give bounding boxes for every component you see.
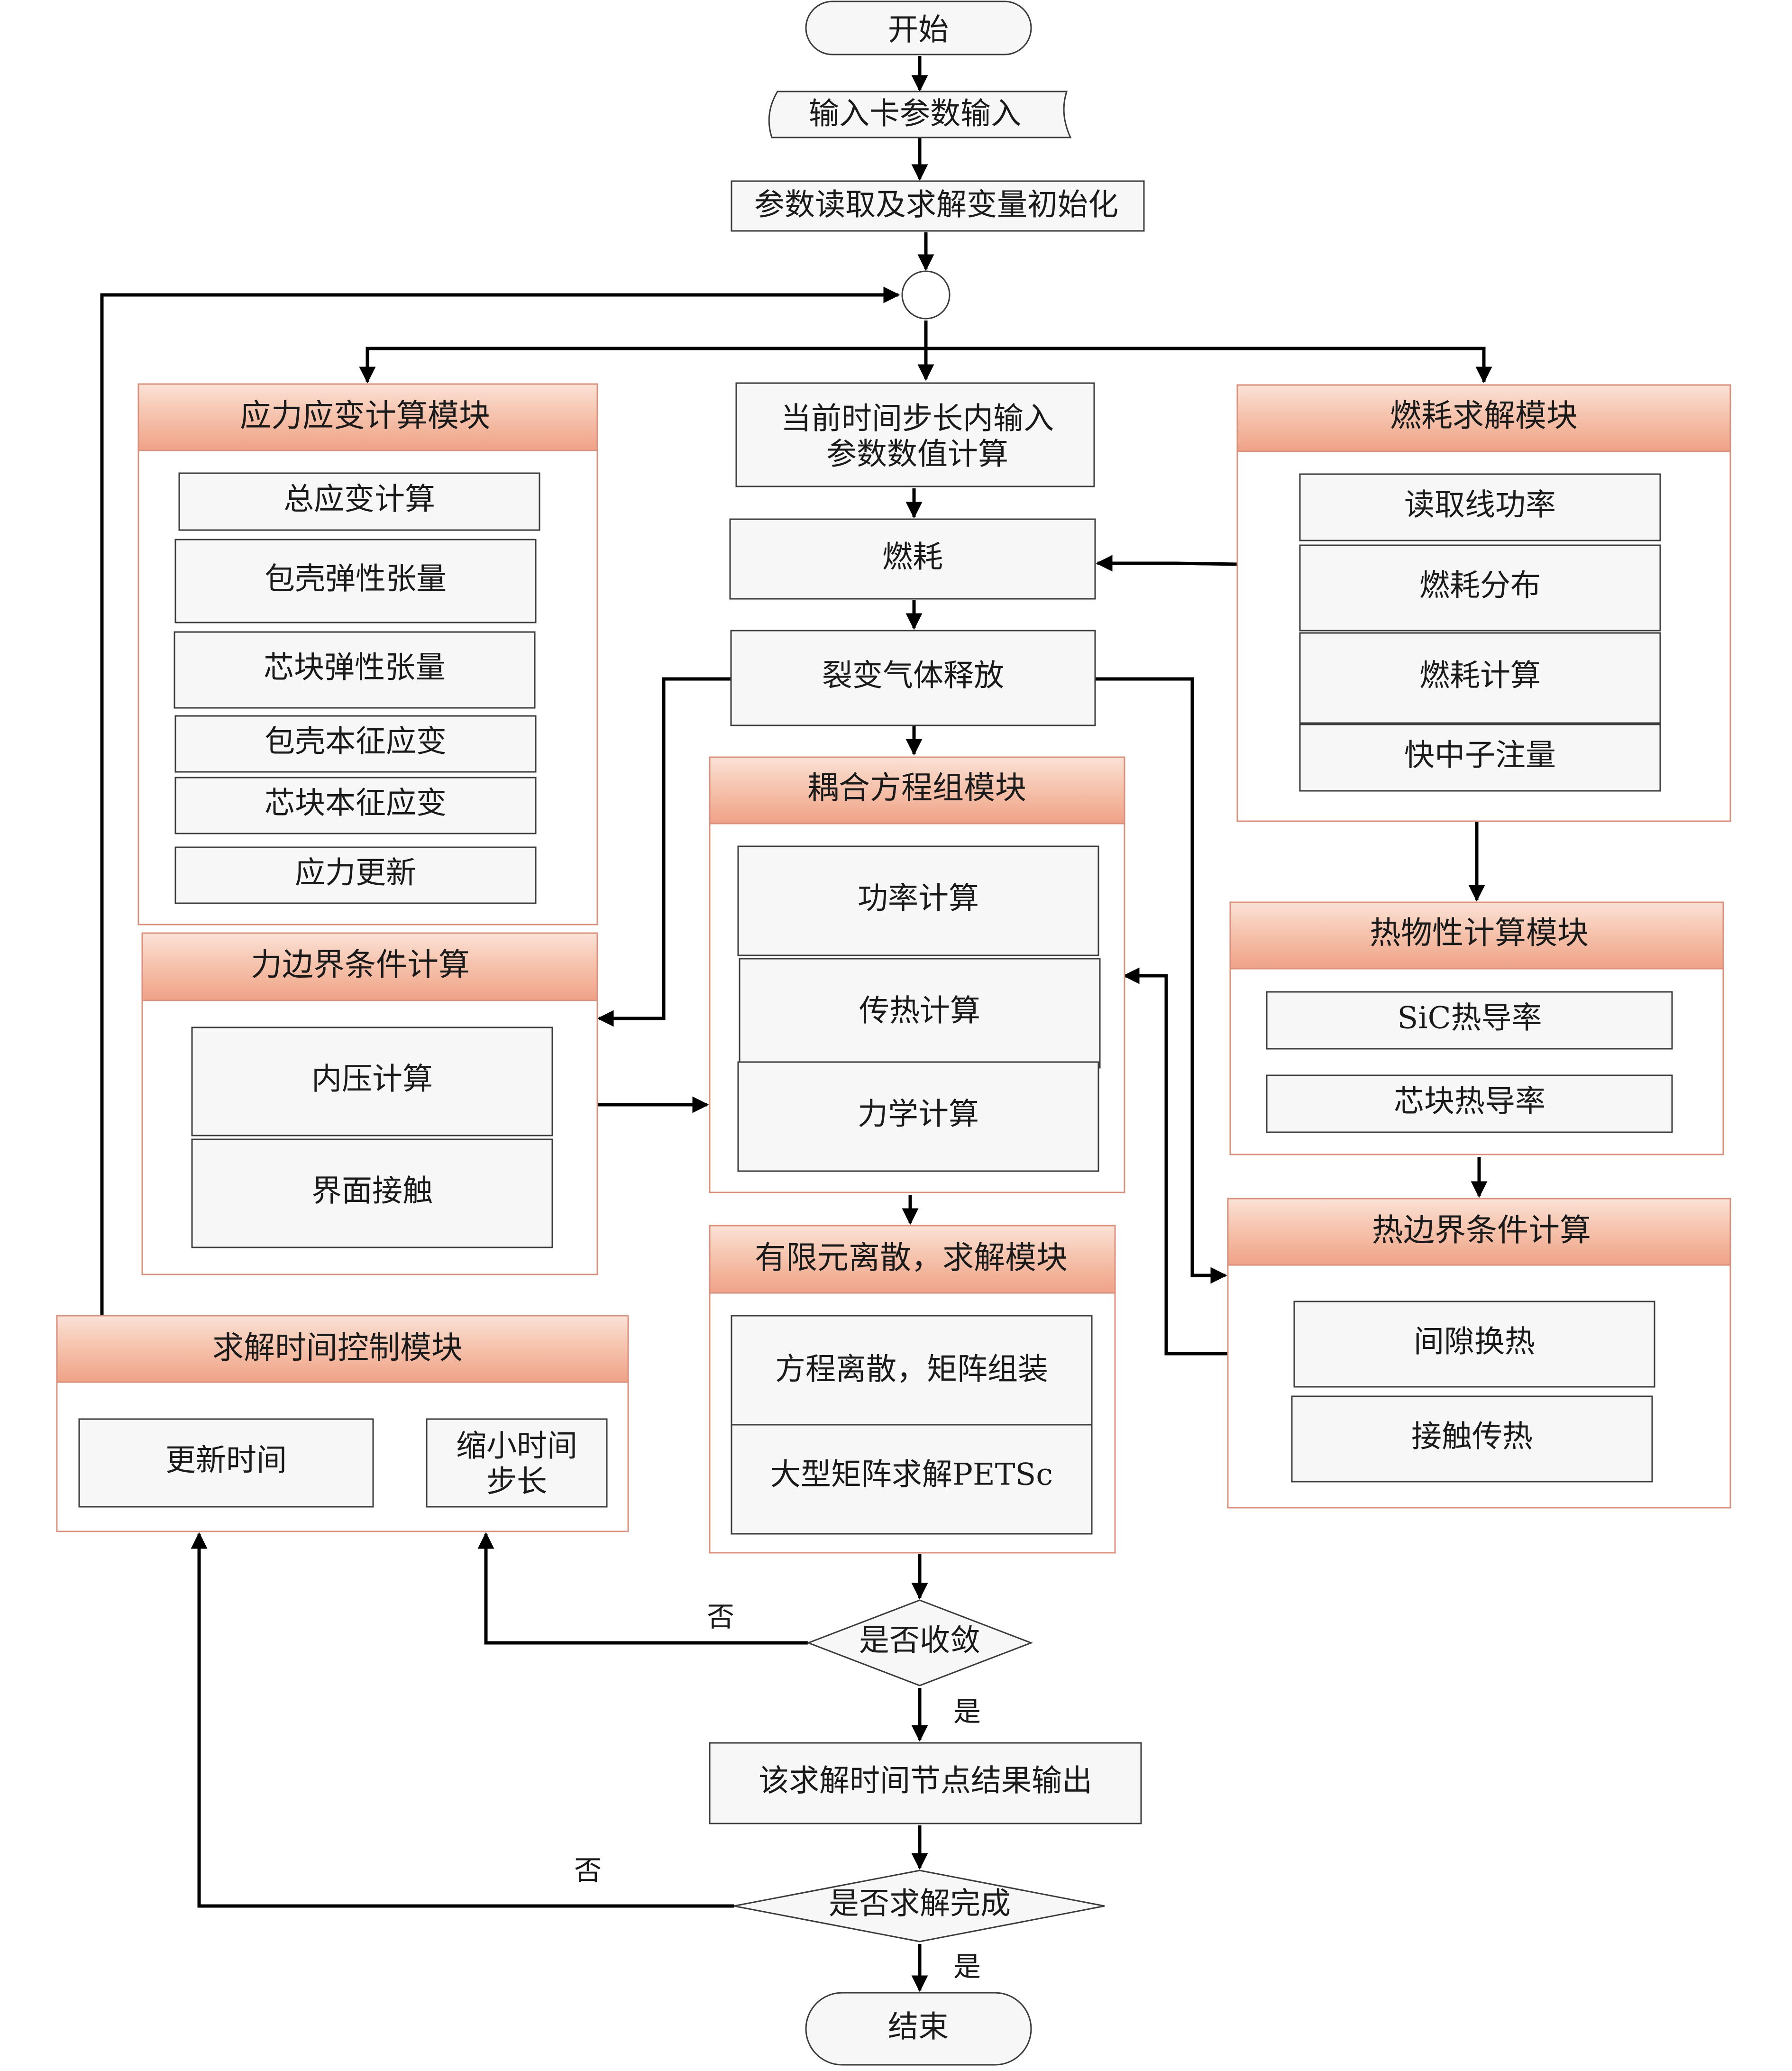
- thermal-bc-item-box: [1293, 1301, 1655, 1388]
- thermophysical-module: 热物性计算模块 SiC热导率 芯块热导率: [1229, 901, 1724, 1155]
- finished-decision: [733, 1869, 1105, 1943]
- stress-item-box: [174, 715, 537, 773]
- thermal-bc-title: 热边界条件计算: [1372, 1212, 1591, 1248]
- thermal-bc-item-gap: 间隙换热: [1414, 1325, 1535, 1360]
- coupled-item-box: [737, 1061, 1099, 1172]
- stress-item-box: [178, 472, 540, 531]
- stress-item-box: [174, 846, 537, 904]
- stress-item-pellet-elastic: 芯块弹性张量: [264, 651, 446, 686]
- time-module-header: [56, 1315, 629, 1383]
- force-bc-header: [141, 932, 598, 1001]
- init-label: 参数读取及求解变量初始化: [754, 188, 1118, 223]
- stress-item-box: [174, 539, 537, 623]
- stress-item-update: 应力更新: [295, 856, 416, 891]
- finished-label: 是否求解完成: [829, 1887, 1011, 1922]
- burnup-item-box: [1299, 473, 1661, 541]
- force-bc-item-contact: 界面接触: [311, 1174, 433, 1209]
- fem-item-box: [731, 1424, 1093, 1535]
- thermo-item-sic: SiC热导率: [1397, 1001, 1542, 1036]
- input-card-label: 输入卡参数输入: [809, 97, 1021, 132]
- stress-item-total-strain: 总应变计算: [283, 482, 435, 517]
- output-box: [709, 1742, 1142, 1824]
- end-label: 结束: [888, 2010, 949, 2045]
- coupled-equations-module: 耦合方程组模块 功率计算 传热计算 力学计算: [709, 756, 1125, 1193]
- force-bc-item-box: [191, 1026, 553, 1136]
- fission-gas-box: [730, 630, 1096, 726]
- force-boundary-module: 力边界条件计算 内压计算 界面接触: [141, 932, 598, 1275]
- burnup-item-distribution: 燃耗分布: [1419, 568, 1541, 604]
- thermal-bc-item-contact: 接触传热: [1411, 1420, 1533, 1455]
- thermal-bc-header: [1227, 1198, 1731, 1266]
- thermal-boundary-module: 热边界条件计算 间隙换热 接触传热: [1227, 1198, 1731, 1509]
- thermo-module-header: [1229, 901, 1724, 970]
- coupled-item-box: [739, 958, 1101, 1069]
- stress-strain-module: 应力应变计算模块 总应变计算 包壳弹性张量 芯块弹性张量 包壳本征应变 芯块本征…: [137, 383, 598, 926]
- update-time-box: [78, 1418, 374, 1508]
- coupled-module-title: 耦合方程组模块: [807, 770, 1026, 806]
- burnup-label: 燃耗: [882, 540, 943, 575]
- finished-no-label: 否: [574, 1854, 602, 1887]
- burnup-item-linear-power: 读取线功率: [1404, 488, 1556, 523]
- output-label: 该求解时间节点结果输出: [759, 1764, 1092, 1799]
- init-box: [731, 180, 1145, 232]
- stress-item-box: [174, 631, 536, 709]
- burnup-module: 燃耗求解模块 读取线功率 燃耗分布 燃耗计算 快中子注量: [1236, 384, 1731, 822]
- converged-yes-label: 是: [953, 1695, 981, 1728]
- force-bc-item-pressure: 内压计算: [311, 1062, 433, 1097]
- time-control-module: 求解时间控制模块 更新时间 缩小时间 步长: [56, 1315, 629, 1532]
- coupled-item-box: [737, 845, 1099, 956]
- connectors: [100, 56, 1492, 1992]
- shrink-step-line2: 步长: [486, 1465, 547, 1500]
- thermo-item-box: [1266, 1074, 1673, 1133]
- input-card-shape: [768, 91, 1072, 138]
- burnup-item-fast-neutron: 快中子注量: [1404, 738, 1556, 773]
- burnup-module-header: [1236, 384, 1731, 452]
- converged-no-label: 否: [707, 1601, 734, 1633]
- stress-item-cladding-eigen: 包壳本征应变: [265, 724, 447, 760]
- fission-gas-label: 裂变气体释放: [822, 659, 1004, 694]
- coupled-item-heat: 传热计算: [859, 994, 980, 1029]
- burnup-item-calc: 燃耗计算: [1419, 659, 1541, 694]
- coupled-item-power: 功率计算: [858, 881, 979, 916]
- thermo-item-pellet: 芯块热导率: [1394, 1084, 1545, 1119]
- current-step-box: [735, 382, 1095, 487]
- stress-module-title: 应力应变计算模块: [240, 397, 490, 434]
- current-step-line2: 参数数值计算: [826, 437, 1008, 472]
- force-bc-title: 力边界条件计算: [251, 946, 470, 983]
- stress-item-box: [174, 777, 537, 834]
- stress-item-cladding-elastic: 包壳弹性张量: [265, 562, 447, 597]
- thermo-item-box: [1266, 991, 1673, 1050]
- stress-module-header: [137, 383, 598, 451]
- start-label: 开始: [888, 13, 949, 48]
- force-bc-item-box: [191, 1138, 553, 1248]
- fem-item-petsc: 大型矩阵求解PETSc: [770, 1457, 1053, 1493]
- fem-module-title: 有限元离散，求解模块: [755, 1239, 1068, 1276]
- burnup-box: [729, 518, 1096, 600]
- end-terminator: [805, 1992, 1032, 2066]
- loop-junction: [901, 270, 951, 320]
- shrink-step-box: [426, 1418, 608, 1508]
- coupled-item-mechanics: 力学计算: [858, 1097, 979, 1132]
- burnup-item-box: [1299, 632, 1661, 724]
- thermal-bc-item-box: [1291, 1395, 1653, 1483]
- thermo-module-title: 热物性计算模块: [1370, 915, 1589, 951]
- fem-item-assembly: 方程离散，矩阵组装: [775, 1352, 1048, 1387]
- fem-solver-module: 有限元离散，求解模块 方程离散，矩阵组装 大型矩阵求解PETSc: [709, 1225, 1116, 1554]
- stress-item-pellet-eigen: 芯块本征应变: [265, 786, 447, 821]
- converged-decision: [806, 1599, 1033, 1686]
- fem-module-header: [709, 1225, 1116, 1294]
- time-module-title: 求解时间控制模块: [212, 1329, 463, 1366]
- finished-yes-label: 是: [953, 1951, 981, 1983]
- burnup-item-box: [1299, 724, 1661, 792]
- start-terminator: [805, 0, 1032, 55]
- burnup-item-box: [1299, 544, 1661, 632]
- coupled-module-header: [709, 756, 1125, 825]
- update-time-label: 更新时间: [165, 1443, 287, 1478]
- burnup-module-title: 燃耗求解模块: [1390, 397, 1578, 434]
- fem-item-box: [731, 1315, 1093, 1426]
- shrink-step-line1: 缩小时间: [456, 1429, 577, 1464]
- current-step-line1: 当前时间步长内输入: [781, 402, 1054, 437]
- converged-label: 是否收敛: [859, 1623, 980, 1659]
